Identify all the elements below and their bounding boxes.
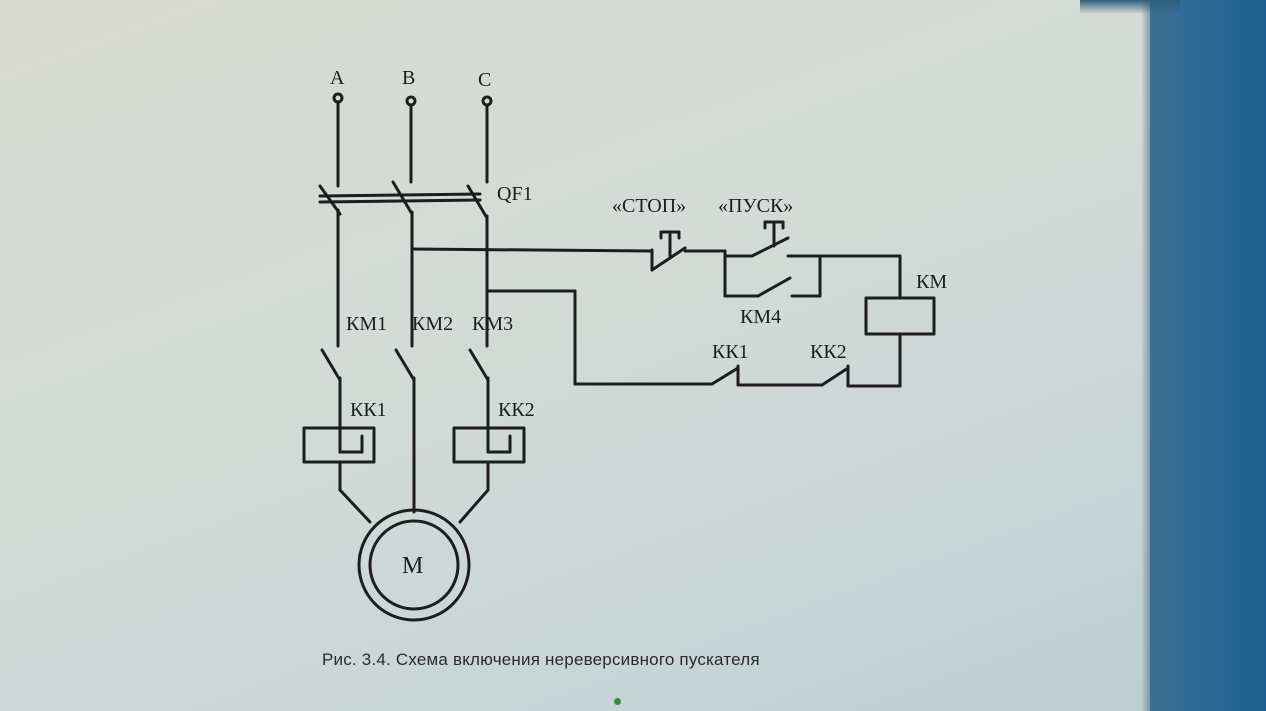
phase-c: C [478, 69, 493, 184]
phase-a: A [330, 67, 345, 188]
phase-c-label: C [478, 69, 491, 91]
control-kk2-label: КК2 [810, 341, 847, 363]
coil-label: КМ [916, 271, 947, 293]
control-kk1-contact: КК1 [710, 341, 824, 387]
power-kk2-label: КК2 [498, 399, 535, 421]
stop-button-symbol: «СТОП» [612, 195, 727, 272]
monitor-bezel [1150, 0, 1266, 711]
km2-label: КМ2 [412, 313, 453, 335]
breaker-label: QF1 [497, 183, 533, 205]
power-kk2-relay: КК2 [452, 399, 535, 492]
motor: М [357, 508, 471, 622]
control-kk2-contact: КК2 [810, 341, 902, 388]
control-feed [410, 247, 714, 386]
start-button-label: «ПУСК» [718, 195, 793, 217]
motor-outer-circle [357, 508, 471, 622]
main-contacts: КМ1 КМ2 КМ3 [320, 313, 513, 382]
start-button-symbol: «ПУСК» [718, 195, 822, 298]
monitor-bezel-top [1080, 0, 1180, 14]
status-dot [614, 698, 621, 705]
figure-caption: Рис. 3.4. Схема включения нереверсивного… [322, 650, 760, 669]
km4-contact: КМ4 [723, 276, 822, 328]
km1-label: КМ1 [346, 313, 387, 335]
km3-label: КМ3 [472, 313, 513, 335]
phase-a-label: A [330, 67, 345, 89]
power-kk1-relay: КК1 [302, 399, 387, 492]
phase-b: B [402, 67, 417, 184]
phase-b-label: B [402, 67, 415, 89]
motor-label: М [402, 553, 423, 579]
km4-label: КМ4 [740, 306, 781, 328]
contactor-coil: КМ [864, 271, 947, 388]
stop-button-label: «СТОП» [612, 195, 686, 217]
power-kk1-label: КК1 [350, 399, 387, 421]
motor-inner-circle [368, 519, 460, 611]
breaker-qf1: QF1 [318, 180, 533, 220]
control-kk1-label: КК1 [712, 341, 749, 363]
